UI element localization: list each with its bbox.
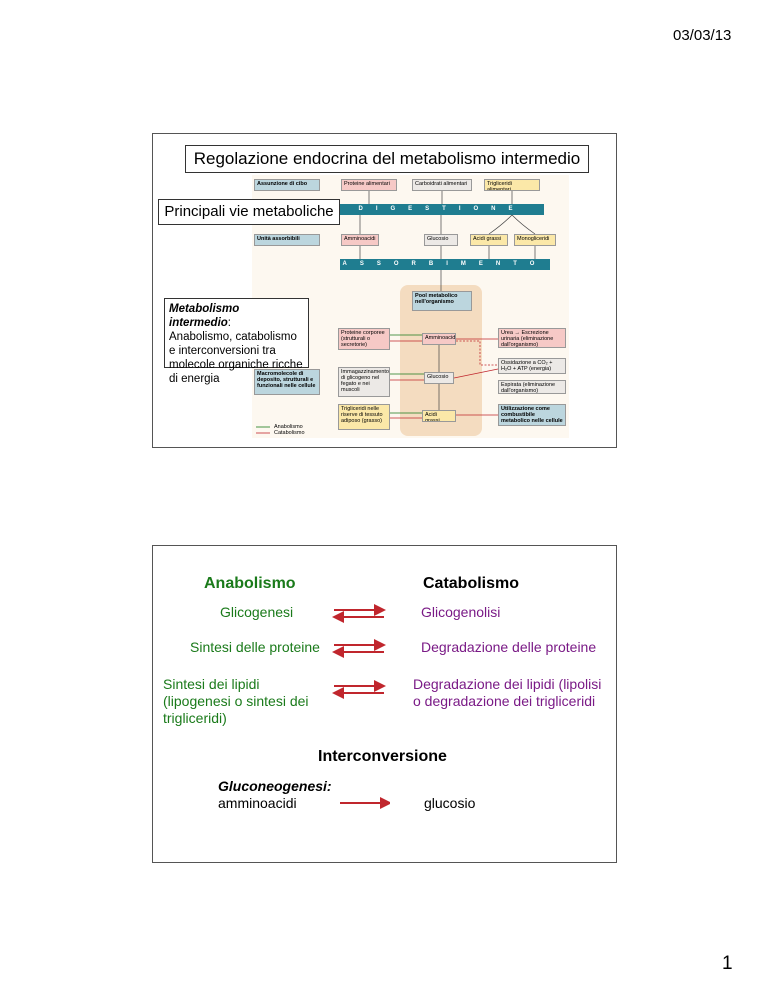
diagram-proteine-alimentari: Proteine alimentari	[341, 179, 397, 191]
anabolismo-header: Anabolismo	[204, 575, 296, 592]
diagram-trigliceridi-riserve: Trigliceridi nelle riserve di tessuto ad…	[338, 404, 390, 430]
page-date: 03/03/13	[673, 27, 732, 44]
diagram-pool-amminoacidi: Amminoacidi	[422, 333, 456, 345]
note-body: Anabolismo, catabolismo e interconversio…	[169, 331, 303, 385]
diagram-assorbimento-band: ASSORBIMENTO	[340, 259, 550, 270]
note-heading-suffix: :	[227, 317, 231, 329]
catabolismo-header: Catabolismo	[423, 575, 520, 592]
diagram-utilizzazione: Utilizzazione come combustibile metaboli…	[498, 404, 566, 426]
note-heading: Metabolismo intermedio	[169, 303, 240, 329]
diagram-legend-catabolismo: Catabolismo	[274, 430, 305, 436]
diagram-pool-acidi-grassi: Acidi grassi	[422, 410, 456, 422]
slide-2	[152, 545, 617, 863]
diagram-espirata: Espirata (eliminazione dall'organismo)	[498, 380, 566, 394]
page-number: 1	[722, 953, 733, 974]
diagram-pool-label: Pool metabolico nell'organismo	[412, 291, 472, 311]
row-1-right: Glicogenolisi	[421, 604, 501, 620]
diagram-immagazzinamento: Immagazzinamento di glicogeno nel fegato…	[338, 367, 390, 397]
diagram-pool-glucosio: Glucosio	[424, 372, 454, 384]
row-3-left: Sintesi dei lipidi (lipogenesi o sintesi…	[163, 676, 309, 726]
gluconeogenesi-to: glucosio	[424, 795, 476, 811]
diagram-monogliceridi: Monogliceridi	[514, 234, 556, 246]
slide-1-subtitle: Principali vie metaboliche	[158, 199, 340, 225]
diagram-amminoacidi: Amminoacidi	[341, 234, 379, 246]
gluconeogenesi-from: amminoacidi	[218, 795, 297, 811]
slide-1-title: Regolazione endocrina del metabolismo in…	[185, 145, 589, 173]
row-3-right: Degradazione dei lipidi (lipolisi o degr…	[413, 676, 602, 709]
gluconeogenesi-label: Gluconeogenesi:	[218, 778, 332, 794]
diagram-carboidrati-alimentari: Carboidrati alimentari	[412, 179, 472, 191]
row-2-right: Degradazione delle proteine	[421, 639, 597, 655]
slide-1-note: Metabolismo intermedio: Anabolismo, cata…	[164, 298, 309, 385]
diagram-acidi-grassi: Acidi grassi	[470, 234, 508, 246]
diagram-proteine-corporee: Proteine corporee (strutturali o secreto…	[338, 328, 390, 350]
row-2-left: Sintesi delle proteine	[190, 639, 320, 655]
diagram-urea: Urea → Escrezione urinaria (eliminazione…	[498, 328, 566, 348]
row-1-left: Glicogenesi	[220, 604, 294, 620]
diagram-assunzione: Assunzione di cibo	[254, 179, 320, 191]
equilibrium-arrows	[332, 604, 390, 809]
interconversione-header: Interconversione	[318, 748, 447, 765]
diagram-glucosio: Glucosio	[424, 234, 458, 246]
diagram-unita-assorbibili: Unità assorbibili	[254, 234, 320, 246]
diagram-connectors	[256, 191, 536, 434]
diagram-legend-anabolismo: Anabolismo	[274, 424, 303, 430]
diagram-ossidazione: Ossidazione a CO₂ + H₂O + ATP (energia)	[498, 358, 566, 374]
diagram-trigliceridi-alimentari: Trigliceridi alimentari	[484, 179, 540, 191]
diagram-macromolecole: Macromolecole di deposito, strutturali e…	[254, 369, 320, 395]
diagram-digestione-band: DIGESTIONE	[340, 204, 544, 215]
